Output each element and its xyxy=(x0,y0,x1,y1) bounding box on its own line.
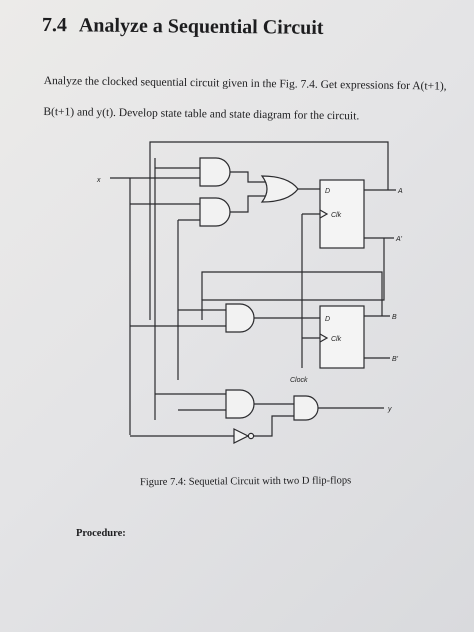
figure-caption: Figure 7.4: Sequetial Circuit with two D… xyxy=(139,475,352,489)
circuit-diagram: D Clk A A' Clock D Clk B xyxy=(0,120,474,460)
output-a-not-label: A' xyxy=(395,236,403,243)
output-y-label: y xyxy=(387,406,392,413)
ff-a-d-label: D xyxy=(325,188,330,195)
and-gate-3 xyxy=(225,303,255,333)
ff-a-clk-label: Clk xyxy=(331,212,342,219)
and-gate-4 xyxy=(225,389,255,419)
procedure-label: Procedure: xyxy=(76,528,126,539)
clock-label: Clock xyxy=(290,377,308,384)
section-heading: 7.4 Analyze a Sequential Circuit xyxy=(42,14,442,41)
section-number: 7.4 xyxy=(41,14,67,37)
wire-a-feedback xyxy=(149,141,389,320)
wire-inv-out xyxy=(254,415,294,437)
inverter-bubble xyxy=(247,432,255,440)
circuit-svg: D Clk A A' Clock D Clk B xyxy=(96,141,403,444)
output-b-label: B xyxy=(392,314,397,321)
ff-a-clk-marker xyxy=(319,209,329,219)
output-a-label: A xyxy=(397,188,403,195)
wire-and1-out xyxy=(230,171,266,183)
output-b-not-label: B' xyxy=(392,356,399,363)
wire-b-feedback xyxy=(201,271,383,316)
inverter xyxy=(233,428,250,444)
and-gate-2 xyxy=(199,197,231,227)
and-gate-1 xyxy=(199,157,231,187)
wire-and2-out xyxy=(230,195,266,213)
and-gate-5 xyxy=(293,395,319,421)
section-title: Analyze a Sequential Circuit xyxy=(78,14,324,39)
ff-b-d-label: D xyxy=(325,316,330,323)
flip-flop-b xyxy=(319,305,365,369)
input-x-label: x xyxy=(96,177,101,184)
or-gate-1 xyxy=(260,175,299,203)
ff-b-clk-marker xyxy=(319,333,329,343)
ff-b-clk-label: Clk xyxy=(331,336,342,343)
flip-flop-a xyxy=(319,179,365,249)
